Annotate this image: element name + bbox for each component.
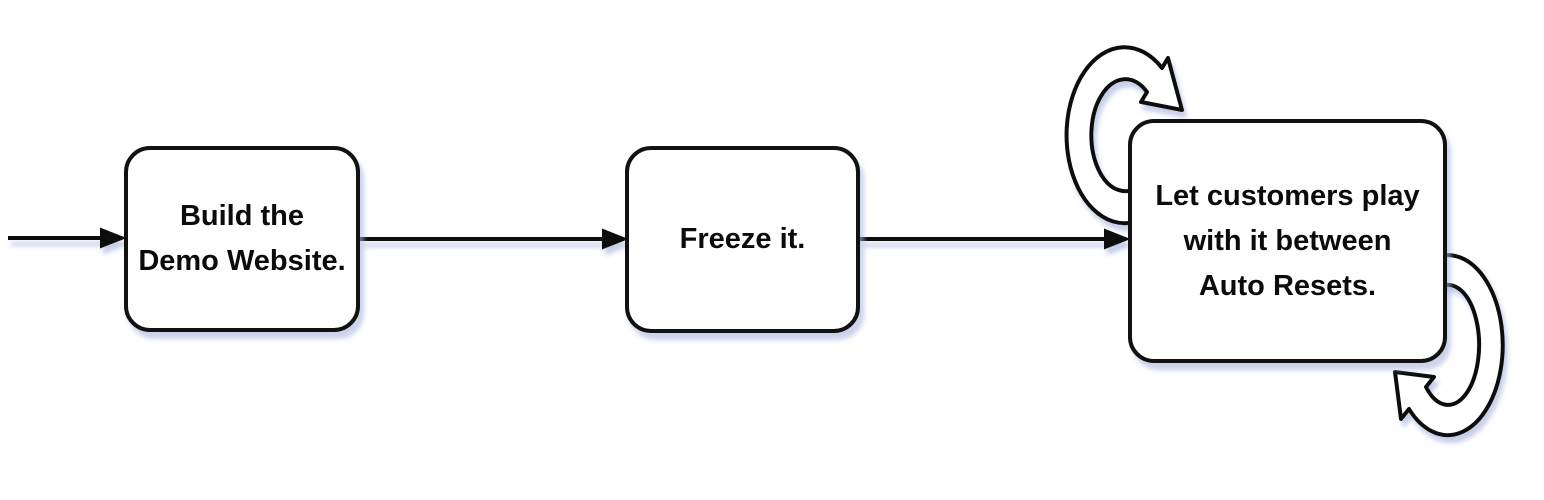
node-label-line: Let customers play xyxy=(1155,179,1420,212)
connector-arrowhead-1-icon xyxy=(602,228,629,250)
node-label-line: with it between xyxy=(1183,224,1392,257)
node-label-line: Build the xyxy=(179,200,305,232)
node-let-customers-play: Let customers play with it between Auto … xyxy=(1128,119,1447,363)
node-freeze-it: Freeze it. xyxy=(625,146,860,333)
node-build-demo-website: Build the Demo Website. xyxy=(124,146,360,332)
self-loop-arrow-top-icon xyxy=(1064,45,1184,226)
start-arrowhead-icon xyxy=(100,227,127,249)
node-label-line: Freeze it. xyxy=(679,223,806,255)
node-label-line: Auto Resets. xyxy=(1198,269,1377,302)
self-loop-arrow-bottom-icon xyxy=(1393,253,1505,438)
connector-arrowhead-2-icon xyxy=(1104,228,1131,250)
node-label-line: Demo Website. xyxy=(138,245,346,277)
